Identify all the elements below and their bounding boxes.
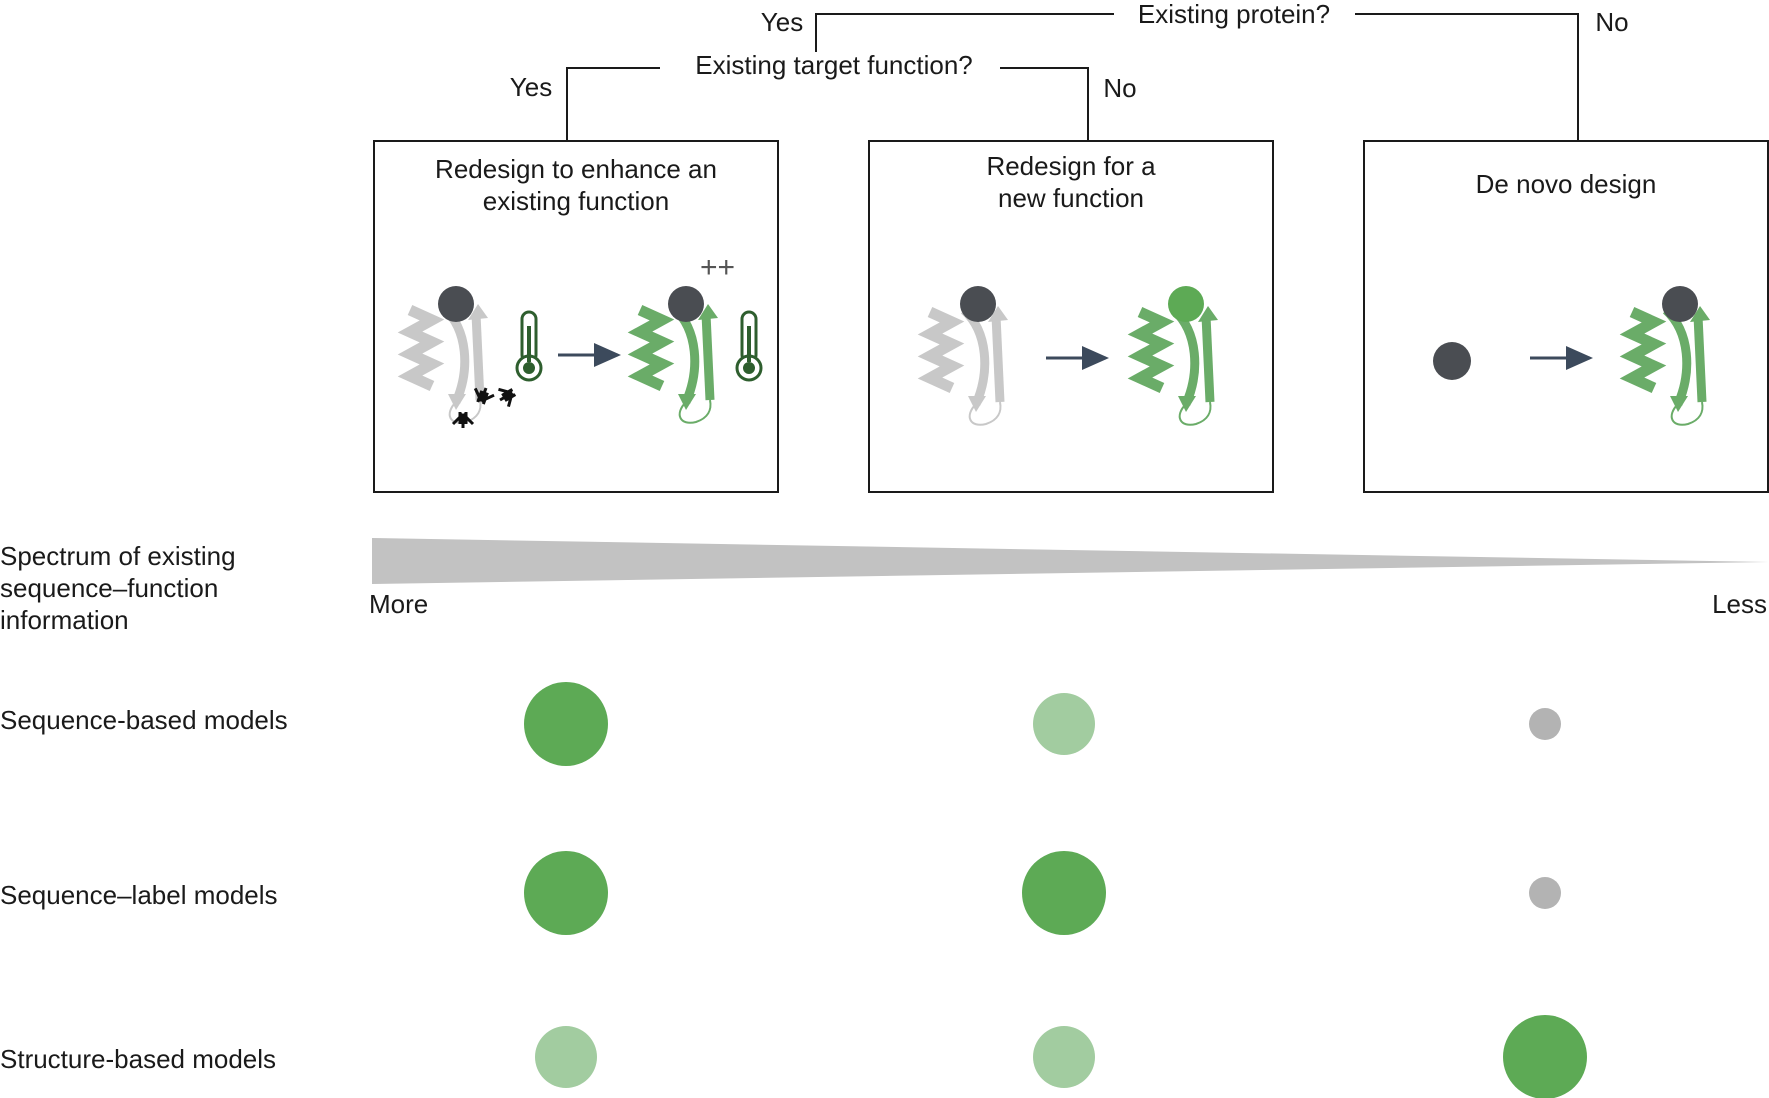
ligand-icon [1662, 286, 1698, 322]
panel-title-line: Redesign for a [986, 151, 1156, 181]
panel-title-new-function: Redesign for a new function [869, 150, 1273, 214]
question-existing-protein: Existing protein? [1137, 0, 1331, 29]
answer-yes-existing-protein: Yes [760, 7, 804, 37]
suitability-dot-structure-based-de-novo [1503, 1015, 1587, 1098]
ligand-icon [1433, 342, 1471, 380]
panel-box-enhance [373, 140, 779, 493]
row-label-sequence-label: Sequence–label models [0, 880, 278, 910]
suitability-dot-sequence-label-new-function [1022, 851, 1106, 935]
protein-icon [640, 304, 718, 423]
row-label-sequence-based: Sequence-based models [0, 705, 288, 735]
panel-3-illustration [1433, 286, 1710, 425]
tree-line-top-no [1355, 13, 1579, 141]
spectrum-label: Spectrum of existing sequence–function i… [0, 540, 236, 636]
spectrum-label-line: Spectrum of existing [0, 541, 236, 571]
suitability-dot-sequence-based-enhance [524, 682, 608, 766]
tree-line-sub-no [1000, 67, 1089, 141]
panel-1-illustration [410, 286, 763, 430]
protein-icon [410, 304, 488, 423]
suitability-dot-structure-based-enhance [535, 1026, 597, 1088]
panel-title-line: De novo design [1475, 169, 1657, 199]
tree-line-top-yes [815, 13, 1114, 52]
ligand-icon [1168, 286, 1204, 322]
spectrum-wedge [372, 538, 1769, 584]
spectrum-more-label: More [369, 589, 429, 619]
decision-tree-lines [566, 13, 1579, 141]
ligand-icon [960, 286, 996, 322]
thermometer-icon [735, 310, 763, 382]
panel-title-line: new function [998, 183, 1144, 213]
tree-line-sub-yes [566, 67, 660, 141]
suitability-dot-structure-based-new-function [1033, 1026, 1095, 1088]
panel-2-illustration [930, 286, 1218, 425]
spectrum-less-label: Less [1712, 589, 1767, 619]
suitability-dot-sequence-label-de-novo [1529, 877, 1561, 909]
panel-box-de-novo [1363, 140, 1769, 493]
enhance-mark: ++ [700, 251, 736, 284]
protein-icon [1140, 306, 1218, 425]
panel-title-de-novo: De novo design [1364, 168, 1768, 200]
question-existing-target-function: Existing target function? [695, 50, 973, 80]
suitability-dot-sequence-label-enhance [524, 851, 608, 935]
spectrum-label-line: information [0, 605, 129, 635]
answer-yes-target-function: Yes [509, 72, 553, 102]
row-label-structure-based: Structure-based models [0, 1044, 277, 1074]
ligand-icon [438, 286, 474, 322]
ligand-icon [668, 286, 704, 322]
spectrum-label-line: sequence–function [0, 573, 219, 603]
suitability-dot-sequence-based-new-function [1033, 693, 1095, 755]
model-dots [524, 682, 1587, 1098]
thermometer-icon [515, 310, 543, 382]
protein-icon [930, 306, 1008, 425]
panel-title-line: Redesign to enhance an [435, 154, 717, 184]
suitability-dot-sequence-based-de-novo [1529, 708, 1561, 740]
panel-title-line: existing function [482, 186, 670, 216]
answer-no-target-function: No [1103, 73, 1137, 103]
answer-no-existing-protein: No [1595, 7, 1629, 37]
protein-icon [1632, 306, 1710, 425]
panel-box-new-function [868, 140, 1274, 493]
panel-title-enhance: Redesign to enhance an existing function [374, 153, 778, 217]
